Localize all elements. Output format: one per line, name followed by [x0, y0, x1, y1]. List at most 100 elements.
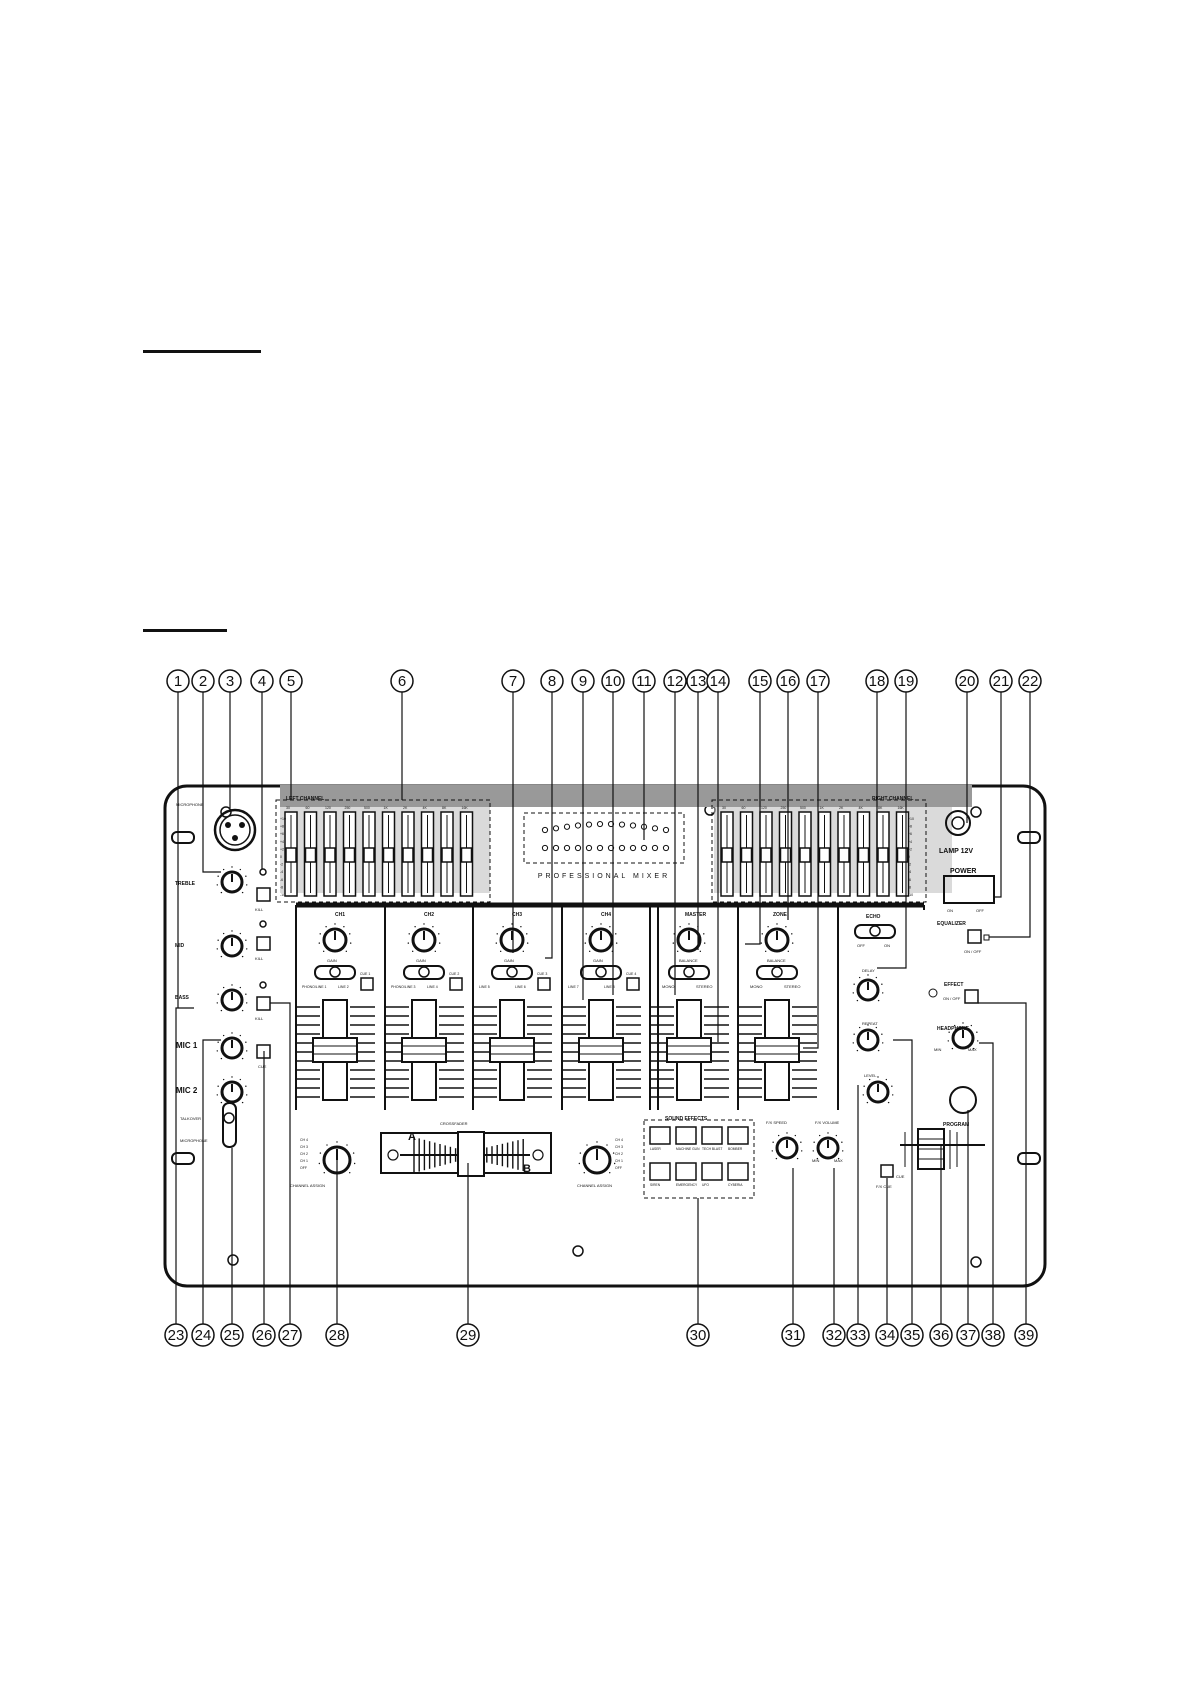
callout-28: 28 [325, 1323, 349, 1347]
sound-effects-group [643, 1119, 755, 1199]
callout-number: 8 [548, 673, 556, 690]
channel-assign-label-1: CHANNEL ASSIGN [290, 1183, 325, 1188]
zone-mono-stereo-switch [756, 965, 798, 980]
talkover-switch-knob [223, 1112, 235, 1124]
eq-scale-r-3: +4 [908, 840, 912, 844]
callout-31: 31 [781, 1323, 805, 1347]
xlr-mic-jack-icon [213, 808, 257, 852]
headphone-jack-icon [949, 1086, 977, 1114]
vu-led [585, 844, 593, 852]
echo-on-label: ON [884, 943, 890, 948]
eq-band-label-250: 250 [345, 806, 351, 810]
gain-knob-ch1 [318, 923, 352, 953]
eq-slider-8K [440, 811, 454, 897]
eq-slider-16K [895, 811, 910, 897]
talkover-switch [222, 1102, 237, 1148]
eq-band-label-2K: 2K [403, 806, 408, 810]
mid-label: MID [175, 943, 185, 949]
callout-11: 11 [632, 669, 656, 693]
vu-led [552, 844, 560, 852]
callout-8: 8 [540, 669, 564, 693]
eq-scale-r-8: -6 [908, 878, 911, 882]
cue-button-ch3 [537, 977, 551, 991]
channel-name-1: CH1 [335, 912, 345, 918]
eq-band-label-16K: 16K [462, 806, 469, 810]
sound-effect-button [727, 1162, 749, 1181]
mic2-label: MIC 2 [176, 1086, 198, 1095]
sound-effect-button [649, 1126, 671, 1145]
master-label: MASTER [685, 912, 707, 918]
delay-knob [852, 974, 884, 1002]
callout-number: 22 [1022, 673, 1039, 690]
right-eq-sliders [720, 811, 910, 897]
left-eq-sliders [284, 811, 474, 897]
fx-cue-button [880, 1164, 894, 1178]
callout-20: 20 [955, 669, 979, 693]
eq-band-label-500: 500 [800, 806, 806, 810]
sound-effects-label: SOUND EFFECTS [665, 1116, 708, 1122]
eq-scale-l-8: -6 [280, 878, 283, 882]
power-on-label: ON [947, 908, 953, 913]
callout-39: 39 [1014, 1323, 1038, 1347]
headphone-min-label: MIN [934, 1047, 941, 1052]
equalizer-label: EQUALIZER [937, 921, 966, 927]
callout-27: 27 [278, 1323, 302, 1347]
callout-34: 34 [875, 1323, 899, 1347]
eq-scale-l-1: +8 [280, 825, 284, 829]
input-switch-ch4 [580, 965, 622, 980]
channel-fader-ch2 [384, 999, 464, 1101]
zone-fader [737, 999, 817, 1101]
callout-number: 20 [959, 673, 976, 690]
vu-led [563, 844, 571, 852]
cue-program-fader [900, 1128, 985, 1170]
talkover-label: TALKOVER [180, 1116, 201, 1121]
callout-38: 38 [981, 1323, 1005, 1347]
callout-23: 23 [164, 1323, 188, 1347]
treble-knob [216, 866, 248, 894]
callout-number: 21 [993, 673, 1010, 690]
callout-number: 23 [168, 1327, 185, 1344]
vu-led [585, 821, 593, 828]
callout-19: 19 [894, 669, 918, 693]
mic2-knob [216, 1076, 248, 1104]
mic1-knob [216, 1032, 248, 1060]
effect-onoff-label: ON / OFF [943, 996, 961, 1001]
input-switch-right-label-ch2: LINE 4 [427, 985, 438, 989]
input-switch-ch1 [314, 965, 356, 980]
vu-led [607, 820, 615, 828]
eq-slider-16K [459, 811, 474, 897]
channel-assign-label-2: CHANNEL ASSIGN [577, 1183, 612, 1188]
sound-effect-button [701, 1162, 723, 1181]
kill-cue-buttons [256, 868, 271, 1059]
screw-icons [220, 804, 982, 1268]
callout-35: 35 [900, 1323, 924, 1347]
right-eq-label: RIGHT CHANNEL [872, 796, 913, 802]
callout-number: 35 [904, 1327, 921, 1344]
eq-scale-r-4: +2 [908, 847, 912, 851]
eq-band-label-8K: 8K [878, 806, 883, 810]
assign-b-pos-2: CH 2 [615, 1152, 623, 1156]
eq-band-label-30: 30 [722, 806, 726, 810]
eq-band-label-60: 60 [306, 806, 310, 810]
echo-switch [854, 924, 896, 939]
eq-band-label-500: 500 [364, 806, 370, 810]
master-stereo-label: STEREO [696, 984, 712, 989]
sound-effect-label: CYBERIA [728, 1183, 743, 1187]
heading-underline-1 [143, 350, 261, 353]
level-knob [862, 1076, 894, 1104]
echo-label: ECHO [866, 914, 881, 920]
headphone-max-label: MAX [968, 1047, 977, 1052]
input-switch-left-label-ch3: LINE 5 [479, 985, 490, 989]
sound-effect-button [675, 1162, 697, 1181]
vu-led [552, 825, 560, 832]
equalizer-button [967, 929, 982, 944]
equalizer-onoff-label: ON / OFF [964, 949, 982, 954]
eq-band-label-30: 30 [286, 806, 290, 810]
callout-21: 21 [989, 669, 1013, 693]
mic1-label: MIC 1 [176, 1041, 198, 1050]
callout-number: 5 [287, 673, 295, 690]
assign-a-pos-2: CH 2 [300, 1152, 308, 1156]
crossfader-screw-right [532, 1149, 544, 1161]
cue-short-label: CUE [896, 1174, 905, 1179]
